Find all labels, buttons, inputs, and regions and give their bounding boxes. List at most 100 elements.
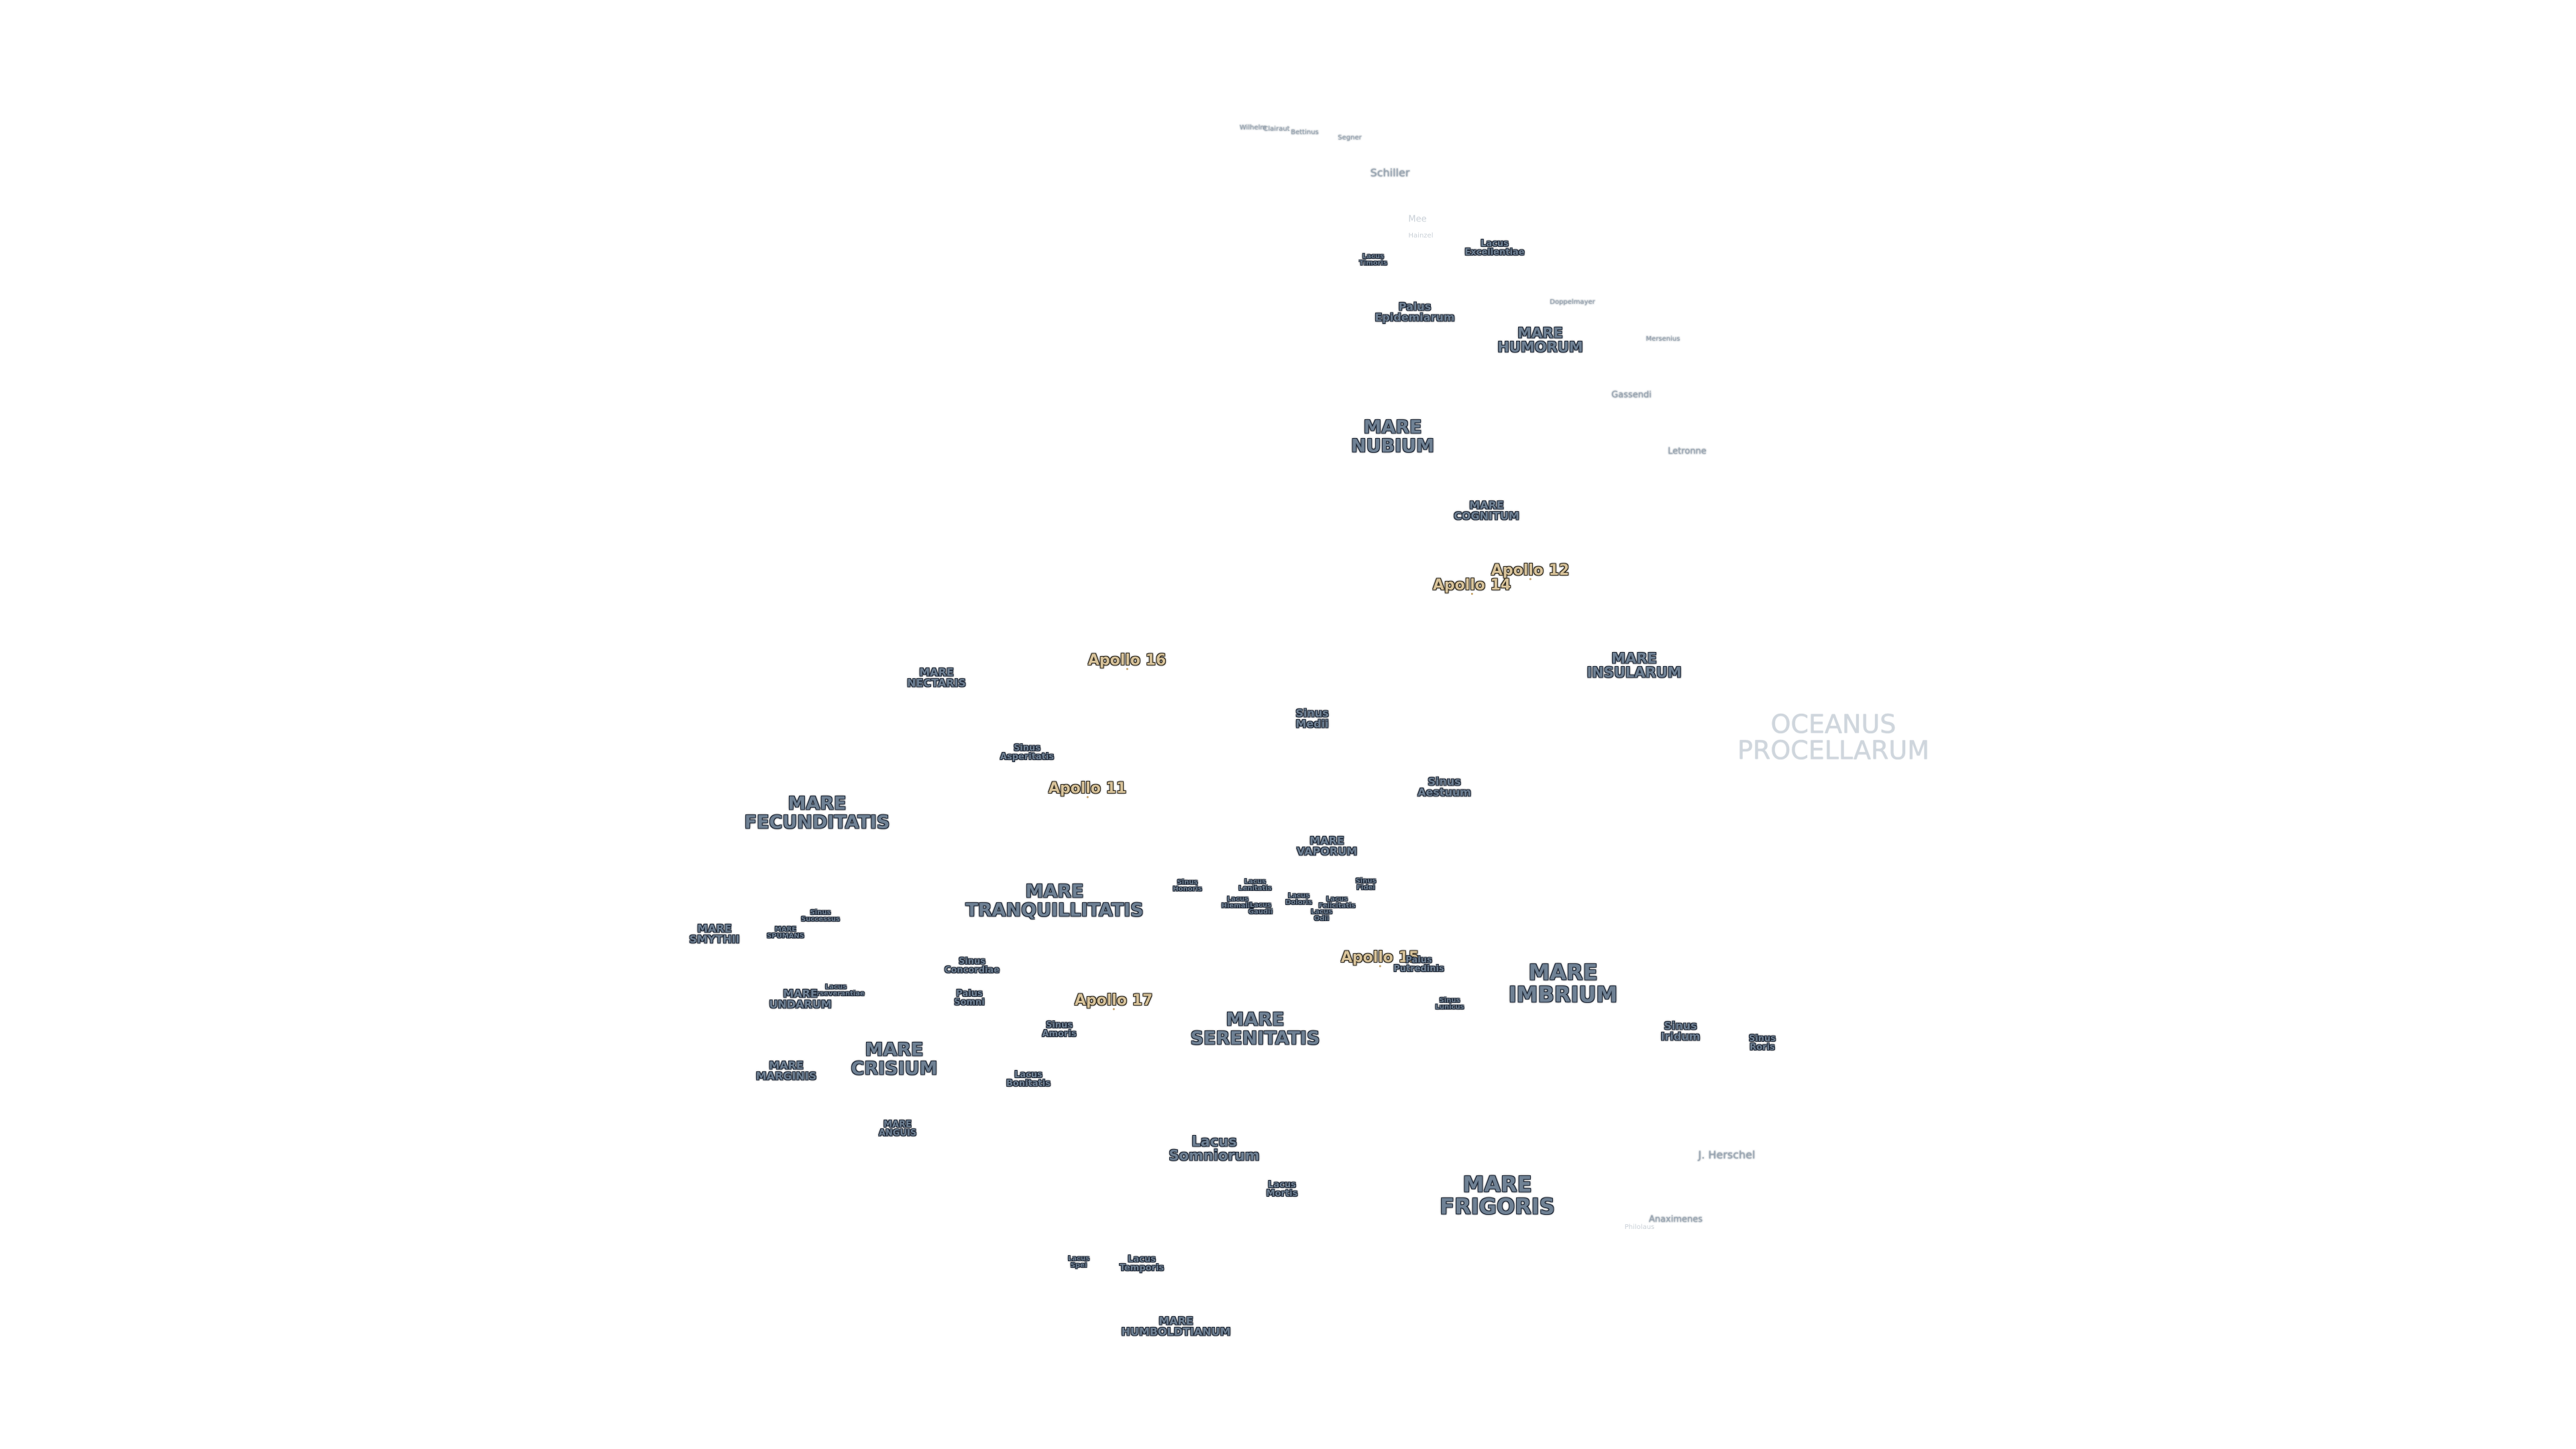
label-line: Amoris <box>1042 1029 1077 1039</box>
label-line: Timoris <box>1359 260 1387 267</box>
label-line: Putredinis <box>1393 964 1444 974</box>
label-line: Doppelmayer <box>1550 298 1595 306</box>
label-line: Lacus <box>1014 1069 1042 1080</box>
label-line: Lacus <box>1287 892 1310 900</box>
label-line: Concordiae <box>944 965 1000 975</box>
label-line: MARE <box>1469 498 1504 512</box>
label-line: SERENITATIS <box>1190 1028 1320 1049</box>
label-line: SMYTHII <box>689 933 740 946</box>
label-line: Medii <box>1295 718 1329 731</box>
label-line: Hainzel <box>1408 231 1434 239</box>
label-line: Apollo 17 <box>1074 991 1153 1009</box>
label-line: MARE <box>1226 1009 1285 1030</box>
label-line: Lacus <box>1191 1133 1237 1150</box>
label-line: MARE <box>769 1059 804 1072</box>
label-line: SPUMANS <box>767 932 804 940</box>
label-line: Apollo 11 <box>1048 780 1127 797</box>
label-line: IMBRIUM <box>1508 981 1618 1007</box>
label-line: NECTARIS <box>907 677 966 690</box>
label-line: MARGINIS <box>755 1070 817 1083</box>
label-line: Sinus <box>1013 743 1041 753</box>
label-line: Lenitatis <box>1238 885 1272 892</box>
label-line: Doloris <box>1285 899 1312 906</box>
label-line: MARE <box>1517 325 1563 341</box>
map-label-philolaus: Philolaus <box>1625 1224 1655 1231</box>
label-line: COGNITUM <box>1454 510 1519 523</box>
map-label-wilhelm: Wilhelm <box>1239 123 1267 131</box>
label-line: Gassendi <box>1611 390 1652 400</box>
label-line: Sinus <box>1295 706 1329 720</box>
label-line: Lacus <box>1326 895 1348 903</box>
label-line: Lacus <box>1128 1254 1156 1265</box>
map-label-gassendi: Gassendi <box>1611 390 1652 400</box>
label-line: Lacus <box>1268 1179 1296 1190</box>
label-line: Perseverantiae <box>807 990 865 998</box>
label-line: Wilhelm <box>1239 123 1267 131</box>
label-line: Bettinus <box>1291 128 1319 136</box>
label-line: Sinus <box>1439 996 1460 1004</box>
label-line: Sinus <box>1355 877 1377 885</box>
label-line: MARE <box>783 987 818 1000</box>
label-line: MARE <box>919 665 954 679</box>
label-line: Aestuum <box>1417 786 1471 799</box>
map-label-mersenius: Mersenius <box>1646 335 1680 343</box>
label-line: Temporis <box>1119 1263 1165 1273</box>
label-line: Lacus <box>1244 877 1267 885</box>
landing-site-apollo-17: Apollo 17 <box>1074 991 1153 1011</box>
label-line: Palus <box>1405 955 1432 965</box>
label-line: Apollo 14 <box>1432 576 1511 594</box>
label-line: Segner <box>1338 133 1362 142</box>
label-line: ANGUIS <box>878 1128 917 1138</box>
landing-site-apollo-16: Apollo 16 <box>1088 653 1166 671</box>
label-line: Lacus <box>824 983 847 991</box>
label-line: Honoris <box>1173 885 1202 893</box>
label-line: Sinus <box>958 956 986 967</box>
label-line: Apollo 15 <box>1340 949 1419 966</box>
label-line: HUMBOLDTIANUM <box>1121 1326 1231 1338</box>
map-label-segner: Segner <box>1338 133 1362 142</box>
label-line: Sinus <box>1177 878 1198 886</box>
label-line: MARE <box>1462 1171 1532 1197</box>
label-line: Philolaus <box>1624 1223 1655 1231</box>
label-line: Sinus <box>1748 1033 1776 1044</box>
label-line: MARE <box>1611 650 1657 667</box>
label-line: Clairaut <box>1263 125 1290 133</box>
label-line: INSULARUM <box>1587 665 1682 681</box>
label-line: Excellentiae <box>1464 248 1525 258</box>
map-label-bettinus: Bettinus <box>1291 129 1319 136</box>
map-label-hainzel: Hainzel <box>1408 231 1434 239</box>
label-line: Palus <box>1398 300 1432 313</box>
map-label-letronne: Letronne <box>1668 447 1707 456</box>
label-line: Roris <box>1750 1042 1775 1053</box>
label-line: Epidemiarum <box>1375 311 1455 324</box>
